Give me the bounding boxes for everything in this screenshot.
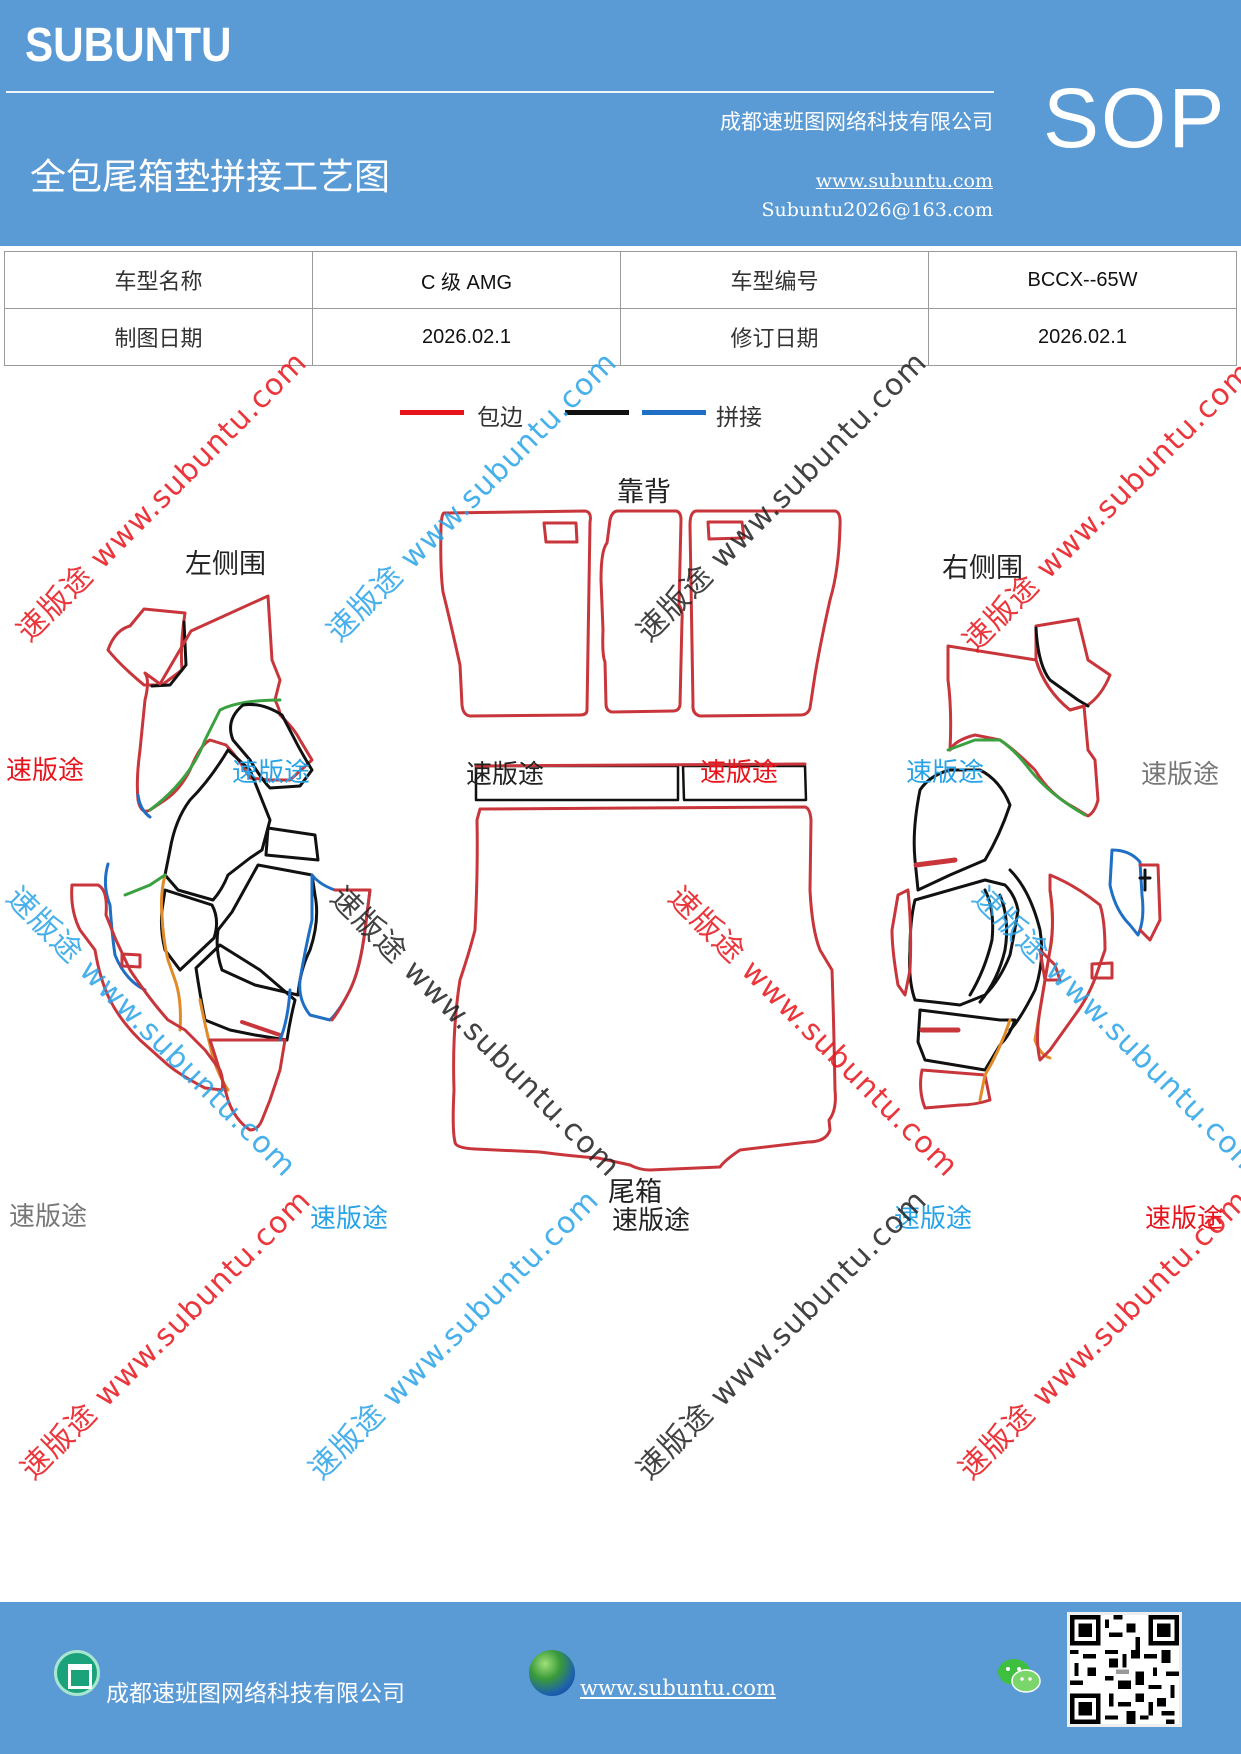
watermark-text: 速版途 [310,1204,389,1234]
backrest-left-panel [439,509,592,718]
watermark-text: 速版途 [894,1204,973,1234]
backrest-mid-panel [599,509,684,714]
backrest-right-handle [706,520,746,541]
label-trunk: 尾箱 [608,1177,662,1208]
header-company: 成都速班图网络科技有限公司 [720,110,993,134]
left-red-small-rect [120,952,142,969]
table-row: 车型名称 C 级 AMG 车型编号 BCCX--65W [4,251,1237,309]
right-red-mid-shell [1036,873,1107,1062]
watermark-text: 速版途 [700,758,779,788]
left-inner-black-6 [194,943,297,1042]
legend-edge-swatch [400,410,464,415]
trunk-floor-panel [451,805,837,1172]
wechat-icon [998,1659,1041,1693]
backrest-panels [439,509,842,718]
draw-date-label: 制图日期 [4,308,313,366]
header-banner: SUBUNTU 成都速班图网络科技有限公司 全包尾箱垫拼接工艺图 www.sub… [0,0,1241,246]
legend-splice-label: 拼接 [716,405,762,431]
right-top-small-black [1034,626,1090,708]
right-black-lower [916,1008,1017,1072]
label-backrest: 靠背 [617,477,671,508]
qr-code [1067,1612,1182,1727]
right-side-panels [890,617,1162,1110]
left-red-bottom-shell [208,1038,287,1132]
left-red-lower-shell [70,883,225,1092]
table-row: 制图日期 2026.02.1 修订日期 2026.02.1 [4,308,1237,366]
right-red-strip [1138,863,1162,942]
legend: 包边 拼接 [0,400,1241,440]
backrest-left-handle [542,521,579,544]
right-black-tick [1138,868,1152,892]
right-orange-1 [978,1018,1012,1102]
right-green-upper [946,738,1087,817]
left-blue-lower [278,988,292,1042]
sop-badge: SOP [1043,71,1227,165]
footer-company: 成都速班图网络科技有限公司 [106,1681,405,1707]
right-black-inner [968,888,995,997]
footer-banner: 成都速班图网络科技有限公司 www.subuntu.com [0,1602,1241,1754]
legend-edge-label: 包边 [477,405,523,431]
model-name-value: C 级 AMG [312,251,621,309]
left-side-panels [70,594,372,1132]
brand-logo: SUBUNTU [25,19,232,72]
left-blue-top [136,793,152,819]
watermark-text: 速版途 [1145,1204,1224,1234]
left-orange-1 [159,873,182,1032]
diagram-area: 靠背 左侧围 右侧围 尾箱 速版途 速版途 速版途 速版途 速版途 速版途 速版… [0,330,1241,1600]
right-red-small-rect-2 [1038,948,1062,982]
header-website-link[interactable]: www.subuntu.com [815,170,993,192]
left-green-lower [123,873,167,897]
watermark-text: 速版途 [1141,760,1220,790]
watermark-text: 速版途 [612,1206,691,1236]
watermark-text: 速版途 [466,760,545,790]
diagram-svg [70,509,1162,1172]
header-email: Subuntu2026@163.com [761,199,993,221]
info-table: 车型名称 C 级 AMG 车型编号 BCCX--65W 制图日期 2026.02… [4,251,1237,366]
revise-date-label: 修订日期 [620,308,929,366]
right-red-left-edge [890,888,913,997]
right-black-inner-2 [978,893,1009,1004]
model-code-value: BCCX--65W [928,251,1237,309]
right-black-upper [912,768,1012,892]
model-name-label: 车型名称 [4,251,313,309]
left-top-small [106,607,187,687]
page-title: 全包尾箱垫拼接工艺图 [30,157,391,198]
right-blue-strip [1108,848,1145,937]
trunk-floor [451,762,837,1172]
left-green-upper [148,698,282,812]
globe-icon [529,1650,575,1696]
watermark-text: 速版途 [232,758,311,788]
left-inner-black-2 [163,748,272,902]
legend-splice-swatch [642,410,706,415]
watermark-text: 速版途 [906,758,985,788]
trunk-top-strip-red [474,762,807,768]
qr-code-pattern [1070,1615,1179,1724]
legend-black-swatch [565,410,629,415]
label-left-side: 左侧围 [185,549,266,580]
right-top-large [946,644,1100,818]
label-right-side: 右侧围 [942,553,1023,584]
home-icon [54,1650,100,1696]
left-inner-black-1 [229,703,314,790]
right-red-small-rect [1090,961,1114,980]
trunk-top-strip-right [681,764,808,802]
left-red-dot-line [240,1020,282,1037]
right-red-lower [919,1068,992,1110]
footer-website-link[interactable]: www.subuntu.com [580,1676,776,1700]
watermark-text: 速版途 [6,756,85,786]
left-inner-black-3 [264,826,320,862]
draw-date-value: 2026.02.1 [312,308,621,366]
backrest-right-panel [688,509,842,718]
header-divider [6,91,994,93]
revise-date-value: 2026.02.1 [928,308,1237,366]
model-code-label: 车型编号 [620,251,929,309]
right-red-stripe [913,857,958,868]
watermark-text: 速版途 [9,1202,88,1232]
left-right-strip-red [330,888,372,1022]
